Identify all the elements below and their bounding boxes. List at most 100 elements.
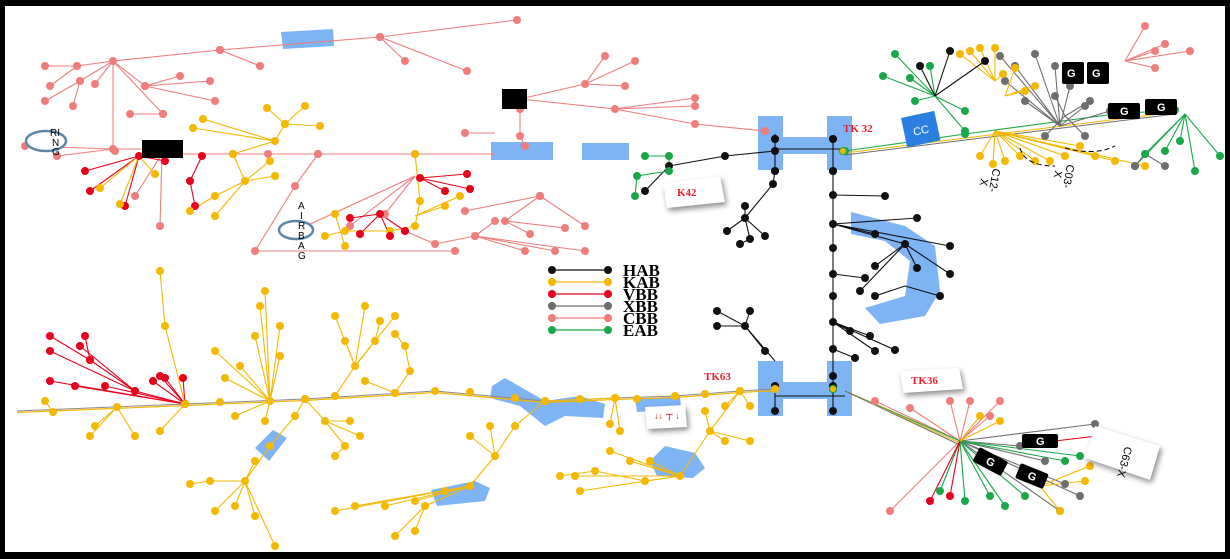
wire-node[interactable]	[271, 172, 279, 180]
wire-node[interactable]	[69, 102, 77, 110]
wire-node[interactable]	[581, 222, 589, 230]
wire-node[interactable]	[1161, 40, 1169, 48]
wire-node[interactable]	[946, 270, 954, 278]
wire-node[interactable]	[71, 382, 79, 390]
wire-node[interactable]	[456, 192, 464, 200]
wire-node[interactable]	[961, 497, 969, 505]
wire-node[interactable]	[601, 52, 609, 60]
wire-node[interactable]	[1086, 462, 1094, 470]
wire-node[interactable]	[936, 292, 944, 300]
wire-node[interactable]	[830, 386, 836, 392]
wire-node[interactable]	[581, 80, 589, 88]
wire-node[interactable]	[871, 262, 879, 270]
wire-node[interactable]	[251, 247, 259, 255]
wire-node[interactable]	[371, 337, 379, 345]
wire-node[interactable]	[561, 224, 569, 232]
wire-node[interactable]	[266, 442, 274, 450]
wire-node[interactable]	[665, 152, 673, 160]
wire-node[interactable]	[1001, 77, 1009, 85]
wire-node[interactable]	[871, 292, 879, 300]
wire-node[interactable]	[721, 437, 729, 445]
wire-node[interactable]	[829, 167, 837, 175]
wire-node[interactable]	[221, 374, 229, 382]
wire-node[interactable]	[926, 497, 934, 505]
wire-node[interactable]	[46, 82, 54, 90]
wire-node[interactable]	[769, 180, 777, 188]
wire-node[interactable]	[1081, 477, 1089, 485]
wire-node[interactable]	[723, 227, 731, 235]
wire-node[interactable]	[341, 442, 349, 450]
wire-node[interactable]	[986, 412, 994, 420]
wire-node[interactable]	[676, 472, 684, 480]
wire-node[interactable]	[346, 417, 354, 425]
wire-node[interactable]	[879, 72, 887, 80]
wire-node[interactable]	[1021, 87, 1029, 95]
wire-node[interactable]	[431, 387, 439, 395]
wire-node[interactable]	[571, 472, 579, 480]
wire-node[interactable]	[551, 247, 559, 255]
wire-node[interactable]	[829, 372, 837, 380]
wire-node[interactable]	[411, 497, 419, 505]
wire-node[interactable]	[211, 97, 219, 105]
wire-node[interactable]	[606, 447, 614, 455]
wire-node[interactable]	[746, 307, 754, 315]
wire-node[interactable]	[316, 122, 324, 130]
wire-node[interactable]	[721, 402, 729, 410]
wire-node[interactable]	[406, 367, 414, 375]
wire-node[interactable]	[1031, 157, 1039, 165]
wire-node[interactable]	[526, 230, 534, 238]
wire-node[interactable]	[96, 184, 104, 192]
wire-node[interactable]	[851, 354, 859, 362]
wire-node[interactable]	[461, 207, 469, 215]
wire-node[interactable]	[1216, 152, 1224, 160]
wire-node[interactable]	[191, 202, 199, 210]
cc-connector[interactable]: CC	[901, 110, 941, 148]
wire-node[interactable]	[351, 362, 359, 370]
wire-node[interactable]	[81, 332, 89, 340]
wire-node[interactable]	[135, 152, 143, 160]
wire-node[interactable]	[1016, 152, 1024, 160]
wire-node[interactable]	[633, 172, 641, 180]
wire-node[interactable]	[186, 207, 194, 215]
g-box[interactable]	[972, 447, 1008, 476]
wire-node[interactable]	[46, 332, 54, 340]
wire-node[interactable]	[996, 397, 1004, 405]
wire-node[interactable]	[216, 46, 224, 54]
wire-node[interactable]	[631, 57, 639, 65]
wire-node[interactable]	[521, 247, 529, 255]
wire-node[interactable]	[251, 457, 259, 465]
wire-node[interactable]	[91, 80, 99, 88]
wire-node[interactable]	[264, 150, 272, 158]
wire-node[interactable]	[886, 507, 894, 515]
wire-node[interactable]	[991, 44, 999, 52]
wire-node[interactable]	[999, 70, 1007, 78]
wire-node[interactable]	[829, 220, 837, 228]
wire-node[interactable]	[981, 57, 989, 65]
wire-node[interactable]	[271, 137, 279, 145]
wire-node[interactable]	[771, 167, 779, 175]
wire-node[interactable]	[391, 312, 399, 320]
wire-node[interactable]	[961, 107, 969, 115]
wire-node[interactable]	[351, 502, 359, 510]
g-box[interactable]	[1145, 99, 1177, 115]
wire-node[interactable]	[401, 227, 409, 235]
wire-node[interactable]	[73, 62, 81, 70]
wire-node[interactable]	[181, 400, 189, 408]
g-box[interactable]	[1015, 463, 1049, 489]
wire-node[interactable]	[1041, 457, 1049, 465]
wire-node[interactable]	[1141, 162, 1149, 170]
c63x-card[interactable]: C63-X	[1085, 426, 1160, 480]
wire-node[interactable]	[946, 242, 954, 250]
wire-node[interactable]	[466, 482, 474, 490]
wire-node[interactable]	[771, 147, 779, 155]
airbag-marker[interactable]: A I R B A G	[277, 201, 315, 262]
wire-node[interactable]	[1001, 502, 1009, 510]
wire-node[interactable]	[736, 387, 744, 395]
wire-node[interactable]	[631, 192, 639, 200]
wire-node[interactable]	[431, 240, 439, 248]
wire-node[interactable]	[856, 287, 864, 295]
wire-node[interactable]	[1031, 82, 1039, 90]
wire-node[interactable]	[441, 187, 449, 195]
wire-node[interactable]	[46, 347, 54, 355]
wire-node[interactable]	[199, 115, 207, 123]
